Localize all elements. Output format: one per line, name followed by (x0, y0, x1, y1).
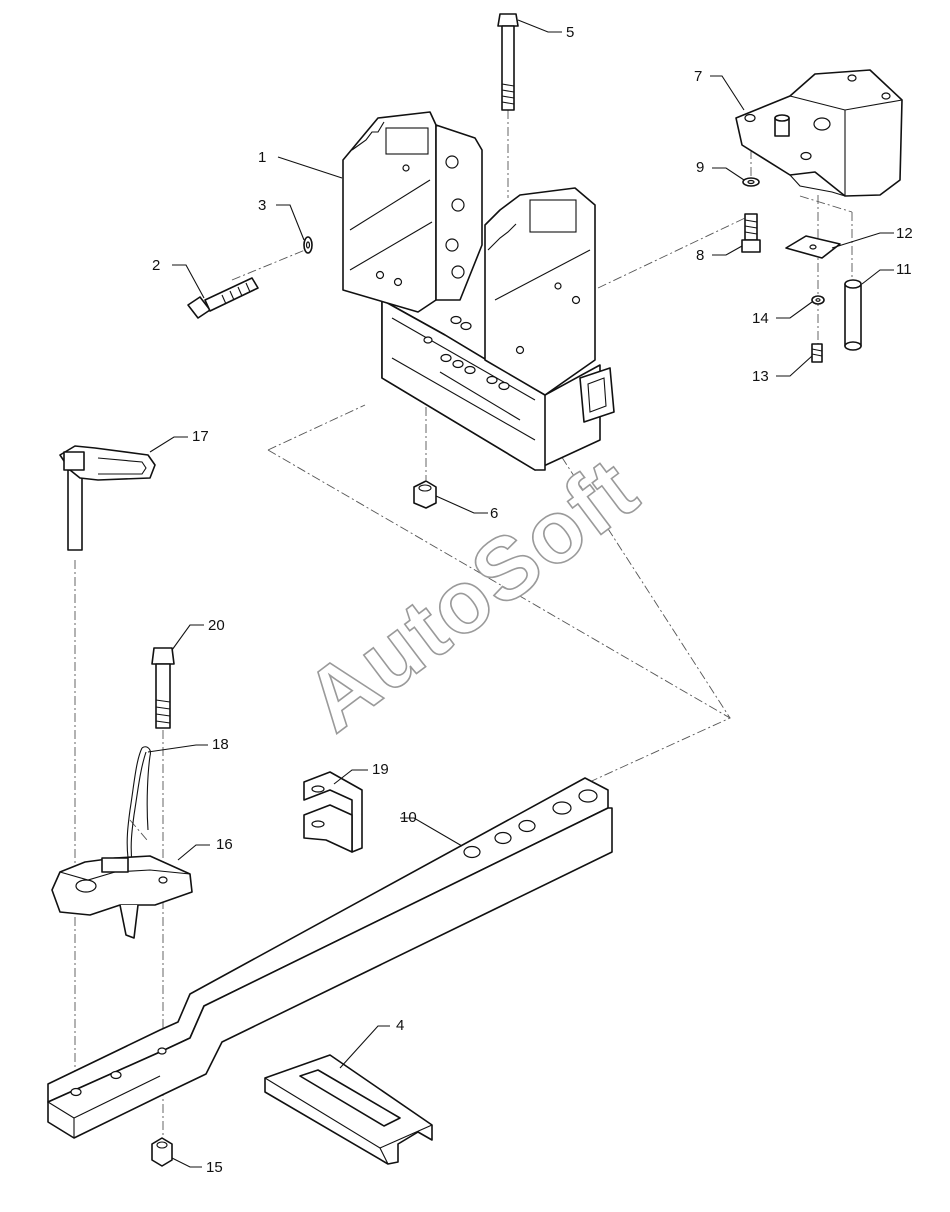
callout-20: 20 (208, 617, 225, 634)
part-1-bracket (342, 111, 615, 471)
part-9-washer (742, 177, 760, 187)
callout-16: 16 (216, 836, 233, 853)
part-12-plate (785, 235, 841, 259)
callout-18: 18 (212, 736, 229, 753)
callout-9: 9 (696, 159, 704, 176)
callout-8: 8 (696, 247, 704, 264)
part-4-plate (264, 1054, 433, 1165)
part-3-washer (303, 236, 313, 254)
callout-1: 1 (258, 149, 266, 166)
callout-13: 13 (752, 368, 769, 385)
part-7-casting (735, 69, 903, 197)
callout-5: 5 (566, 24, 574, 41)
part-13-screw (811, 343, 823, 363)
part-14-washer (811, 295, 825, 305)
part-20-bolt (151, 647, 175, 729)
part-2-bolt (187, 277, 259, 319)
callout-4: 4 (396, 1017, 404, 1034)
callout-19: 19 (372, 761, 389, 778)
part-11-pin (844, 279, 862, 351)
part-10-drawbar (47, 777, 613, 1139)
callout-3: 3 (258, 197, 266, 214)
callout-17: 17 (192, 428, 209, 445)
callout-11: 11 (896, 261, 912, 278)
callout-2: 2 (152, 257, 160, 274)
callout-6: 6 (490, 505, 498, 522)
callout-7: 7 (694, 68, 702, 85)
part-18-clip (126, 746, 151, 863)
part-8-bolt (741, 213, 761, 253)
callout-12: 12 (896, 225, 913, 242)
part-6-nut (413, 480, 437, 509)
part-16-hitch (51, 855, 193, 939)
part-15-nut (151, 1137, 173, 1167)
callout-10: 10 (400, 809, 417, 826)
watermark: AutoSoft (287, 438, 656, 750)
part-17-pin (59, 445, 156, 551)
callout-14: 14 (752, 310, 769, 327)
callout-labels: 1 2 3 4 5 6 7 8 9 10 11 12 13 14 15 16 1… (152, 24, 913, 1176)
part-19-bracket (303, 771, 363, 853)
leader-lines (147, 19, 894, 1168)
callout-15: 15 (206, 1159, 223, 1176)
part-5-bolt (497, 13, 519, 111)
